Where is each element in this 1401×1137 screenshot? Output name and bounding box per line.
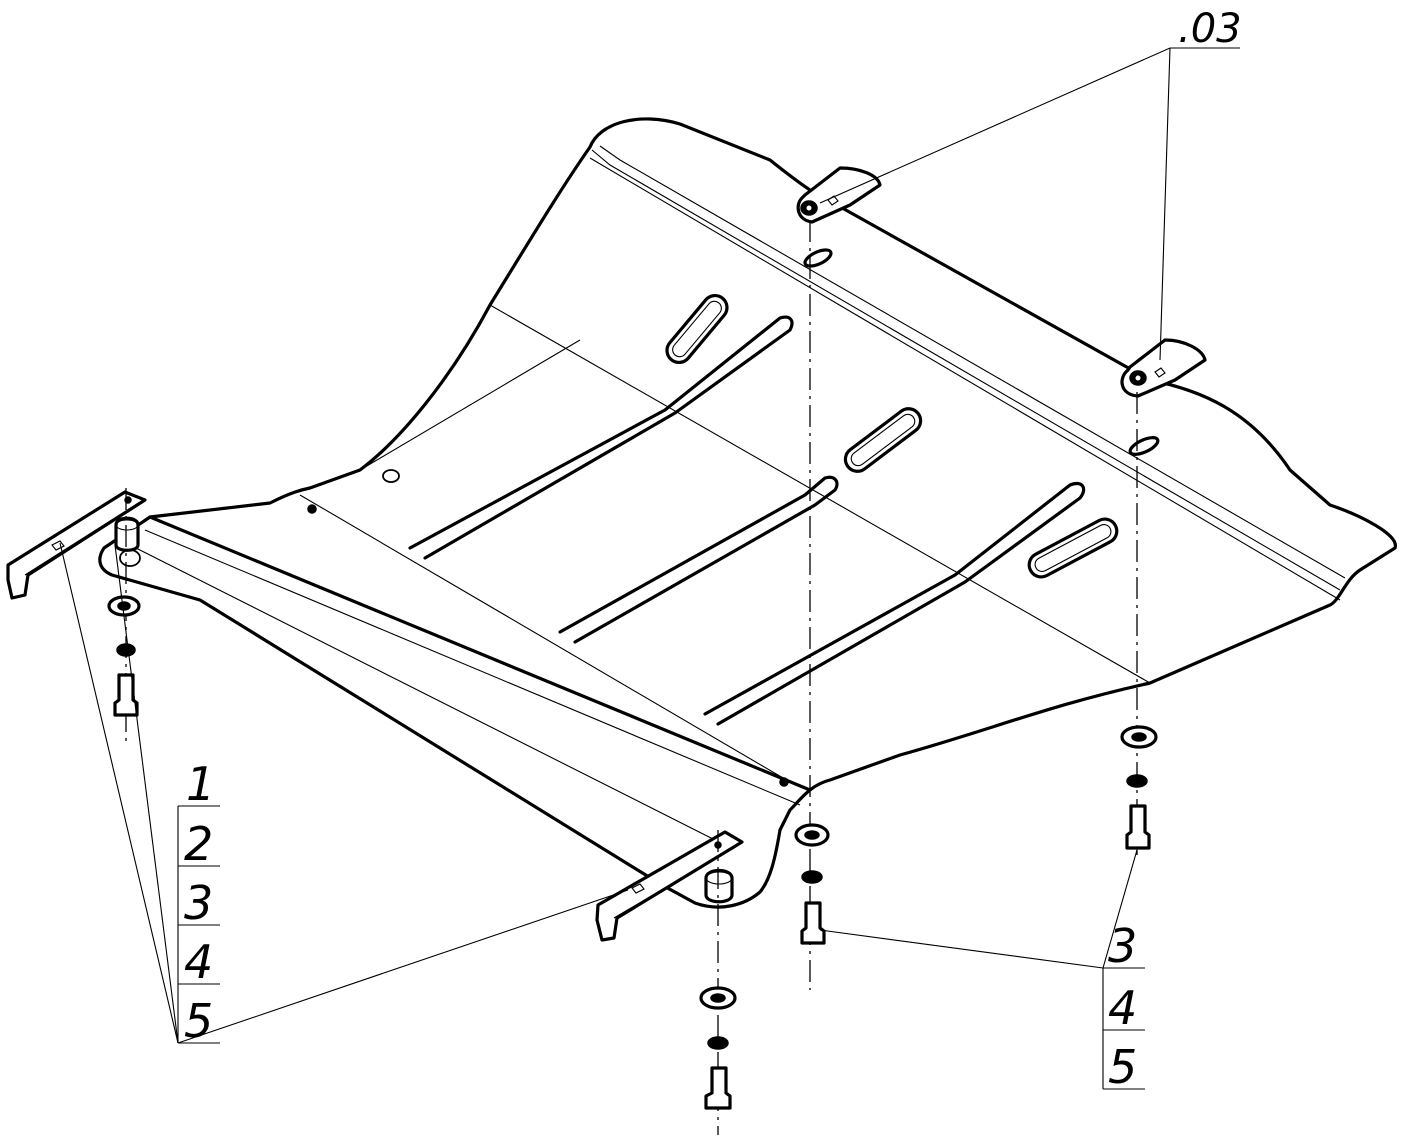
callout-left-2: 2	[184, 817, 213, 871]
skid-plate	[98, 117, 1397, 909]
callout-right-4: 4	[1108, 981, 1137, 1035]
fastener-stack-front	[699, 986, 737, 1110]
callout-stack-right: 3 4 5	[1102, 919, 1145, 1094]
callout-right-3: 3	[1108, 919, 1137, 973]
callout-left-1: 1	[186, 757, 215, 811]
front-bracket-right	[595, 830, 744, 942]
callout-right-5: 5	[1108, 1040, 1137, 1094]
callout-left-4: 4	[184, 935, 213, 989]
front-bracket-left	[6, 490, 147, 600]
plate-slots	[119, 248, 1160, 787]
callout-left-3: 3	[184, 876, 213, 930]
fastener-stack-right	[1120, 725, 1158, 850]
top-bracket-right	[1120, 338, 1207, 398]
callout-top-label: .03	[1178, 6, 1242, 52]
fastener-stack-center	[794, 823, 830, 945]
callout-stack-left: 1 2 3 4 5	[177, 757, 220, 1048]
callout-top: .03	[1178, 6, 1242, 52]
leader-lines	[59, 47, 1240, 1044]
callout-left-5: 5	[184, 994, 213, 1048]
